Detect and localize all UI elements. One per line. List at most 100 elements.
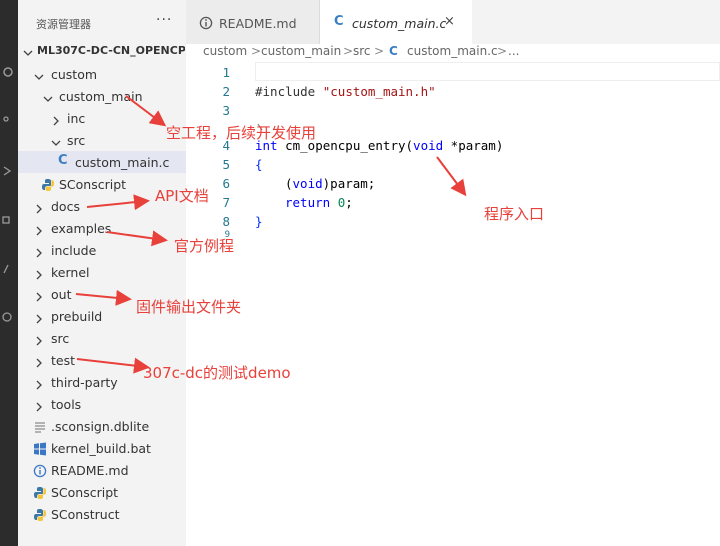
tree-folder-prebuild[interactable]: prebuild [18, 305, 186, 327]
line-number: 3 [222, 103, 230, 118]
info-icon [199, 15, 213, 34]
breadcrumb-item[interactable]: src [353, 44, 371, 58]
tree-folder-kernel[interactable]: kernel [18, 261, 186, 283]
breadcrumb-item[interactable]: custom [203, 44, 248, 58]
chevron-right-icon [33, 332, 45, 351]
tree-file-sconsign[interactable]: .sconsign.dblite [18, 415, 186, 437]
python-file-icon [41, 177, 55, 191]
keyword: return [285, 195, 331, 210]
cast-rest: )param; [322, 176, 376, 191]
chevron-right-icon [33, 222, 45, 241]
tree-file-sconstruct[interactable]: SConstruct [18, 503, 186, 525]
source-control-icon[interactable] [2, 112, 16, 126]
more-actions-button[interactable]: ··· [156, 12, 173, 28]
chevron-right-icon [33, 200, 45, 219]
remote-icon[interactable] [2, 262, 16, 276]
search-icon[interactable] [2, 66, 16, 80]
tree-folder-custom-main[interactable]: custom_main [18, 85, 186, 107]
tree-item-label: inc [67, 111, 86, 126]
tree-item-label: prebuild [51, 309, 103, 324]
tree-folder-out[interactable]: out [18, 283, 186, 305]
code-line-2: #include "custom_main.h" [255, 84, 436, 99]
code-line-6: (void)param; [285, 176, 375, 191]
tab-label: README.md [219, 16, 297, 31]
tree-file-custom-main-c[interactable]: C custom_main.c [18, 151, 186, 173]
chevron-right-icon [33, 354, 45, 373]
annotation-empty-project: 空工程，后续开发使用 [166, 124, 317, 142]
annotation-firmware-output: 固件输出文件夹 [136, 298, 242, 316]
tree-folder-include[interactable]: include [18, 239, 186, 261]
code-line-8: } [255, 214, 263, 229]
tree-item-label: src [51, 331, 70, 346]
run-debug-icon[interactable] [2, 164, 16, 178]
keyword: int [255, 138, 278, 153]
tree-item-label: custom [51, 67, 98, 82]
extensions-icon[interactable] [2, 214, 16, 228]
annotation-official-examples: 官方例程 [174, 237, 235, 255]
tree-item-label: src [67, 133, 86, 148]
string-literal: "custom_main.h" [322, 84, 436, 99]
number-literal: 0 [337, 195, 346, 210]
close-icon[interactable]: × [444, 14, 455, 29]
tree-folder-src[interactable]: src [18, 129, 186, 151]
code-line-4: int cm_opencpu_entry(void *param) [255, 138, 503, 153]
line-number: 9 [224, 230, 230, 240]
tree-folder-custom[interactable]: custom [18, 63, 186, 85]
chevron-right-icon [33, 288, 45, 307]
tree-folder-test[interactable]: test [18, 349, 186, 371]
tree-folder-third-party[interactable]: third-party [18, 371, 186, 393]
annotation-api-docs: API文档 [155, 187, 209, 205]
function-signature: cm_opencpu_entry( [277, 138, 414, 153]
chevron-right-icon: > [251, 44, 262, 58]
c-file-icon: C [389, 44, 398, 58]
chevron-down-icon [22, 44, 34, 63]
tree-item-label: test [51, 353, 76, 368]
tree-folder-docs[interactable]: docs [18, 195, 186, 217]
function-params: *param) [443, 138, 504, 153]
tree-file-readme[interactable]: README.md [18, 459, 186, 481]
workspace-root[interactable]: ML307C-DC-CN_OPENCPU... [18, 41, 186, 61]
c-file-icon: C [58, 153, 68, 168]
c-file-icon: C [334, 14, 344, 29]
tree-item-label: .sconsign.dblite [51, 419, 150, 434]
tree-folder-tools[interactable]: tools [18, 393, 186, 415]
tab-custom-main-c[interactable]: C custom_main.c × [320, 0, 472, 44]
explorer-title: 资源管理器 [36, 18, 91, 31]
keyword: void [413, 138, 444, 153]
breadcrumb-item[interactable]: custom_main [261, 44, 342, 58]
chevron-right-icon: > [374, 44, 385, 58]
chevron-right-icon [33, 310, 45, 329]
line-number: 4 [222, 138, 230, 153]
line-number: 1 [222, 65, 230, 80]
code-editor[interactable]: 1 2 3 4 5 6 7 8 9 #include "custom_main.… [186, 62, 720, 546]
current-line-highlight [255, 62, 720, 81]
tree-item-label: custom_main.c [75, 155, 170, 170]
tree-folder-examples[interactable]: examples [18, 217, 186, 239]
annotation-test-demo: 307c-dc的测试demo [143, 364, 291, 382]
tree-item-label: tools [51, 397, 82, 412]
text-file-icon [33, 419, 47, 433]
tree-item-label: out [51, 287, 72, 302]
tree-item-label: SConscript [59, 177, 127, 192]
chevron-right-icon: > [343, 44, 354, 58]
tree-file-sconscript[interactable]: SConscript [18, 173, 186, 195]
chevron-right-icon [33, 244, 45, 263]
preprocessor-directive: #include [255, 84, 316, 99]
breadcrumb: custom > custom_main > src > C custom_ma… [186, 44, 720, 62]
line-number: 6 [222, 176, 230, 191]
chevron-right-icon [33, 266, 45, 285]
tree-item-label: SConscript [51, 485, 119, 500]
breadcrumb-item[interactable]: custom_main.c [407, 44, 498, 58]
tree-item-label: examples [51, 221, 112, 236]
tree-folder-inc[interactable]: inc [18, 107, 186, 129]
breadcrumb-item[interactable]: ... [508, 44, 520, 58]
tab-label: custom_main.c [352, 16, 447, 31]
tree-file-kernel-build-bat[interactable]: kernel_build.bat [18, 437, 186, 459]
tree-item-label: third-party [51, 375, 118, 390]
account-icon[interactable] [2, 310, 16, 324]
tree-folder-src-root[interactable]: src [18, 327, 186, 349]
tab-readme[interactable]: README.md [186, 0, 320, 44]
tree-file-sconscript-root[interactable]: SConscript [18, 481, 186, 503]
tree-item-label: include [51, 243, 97, 258]
paren: ( [285, 176, 293, 191]
